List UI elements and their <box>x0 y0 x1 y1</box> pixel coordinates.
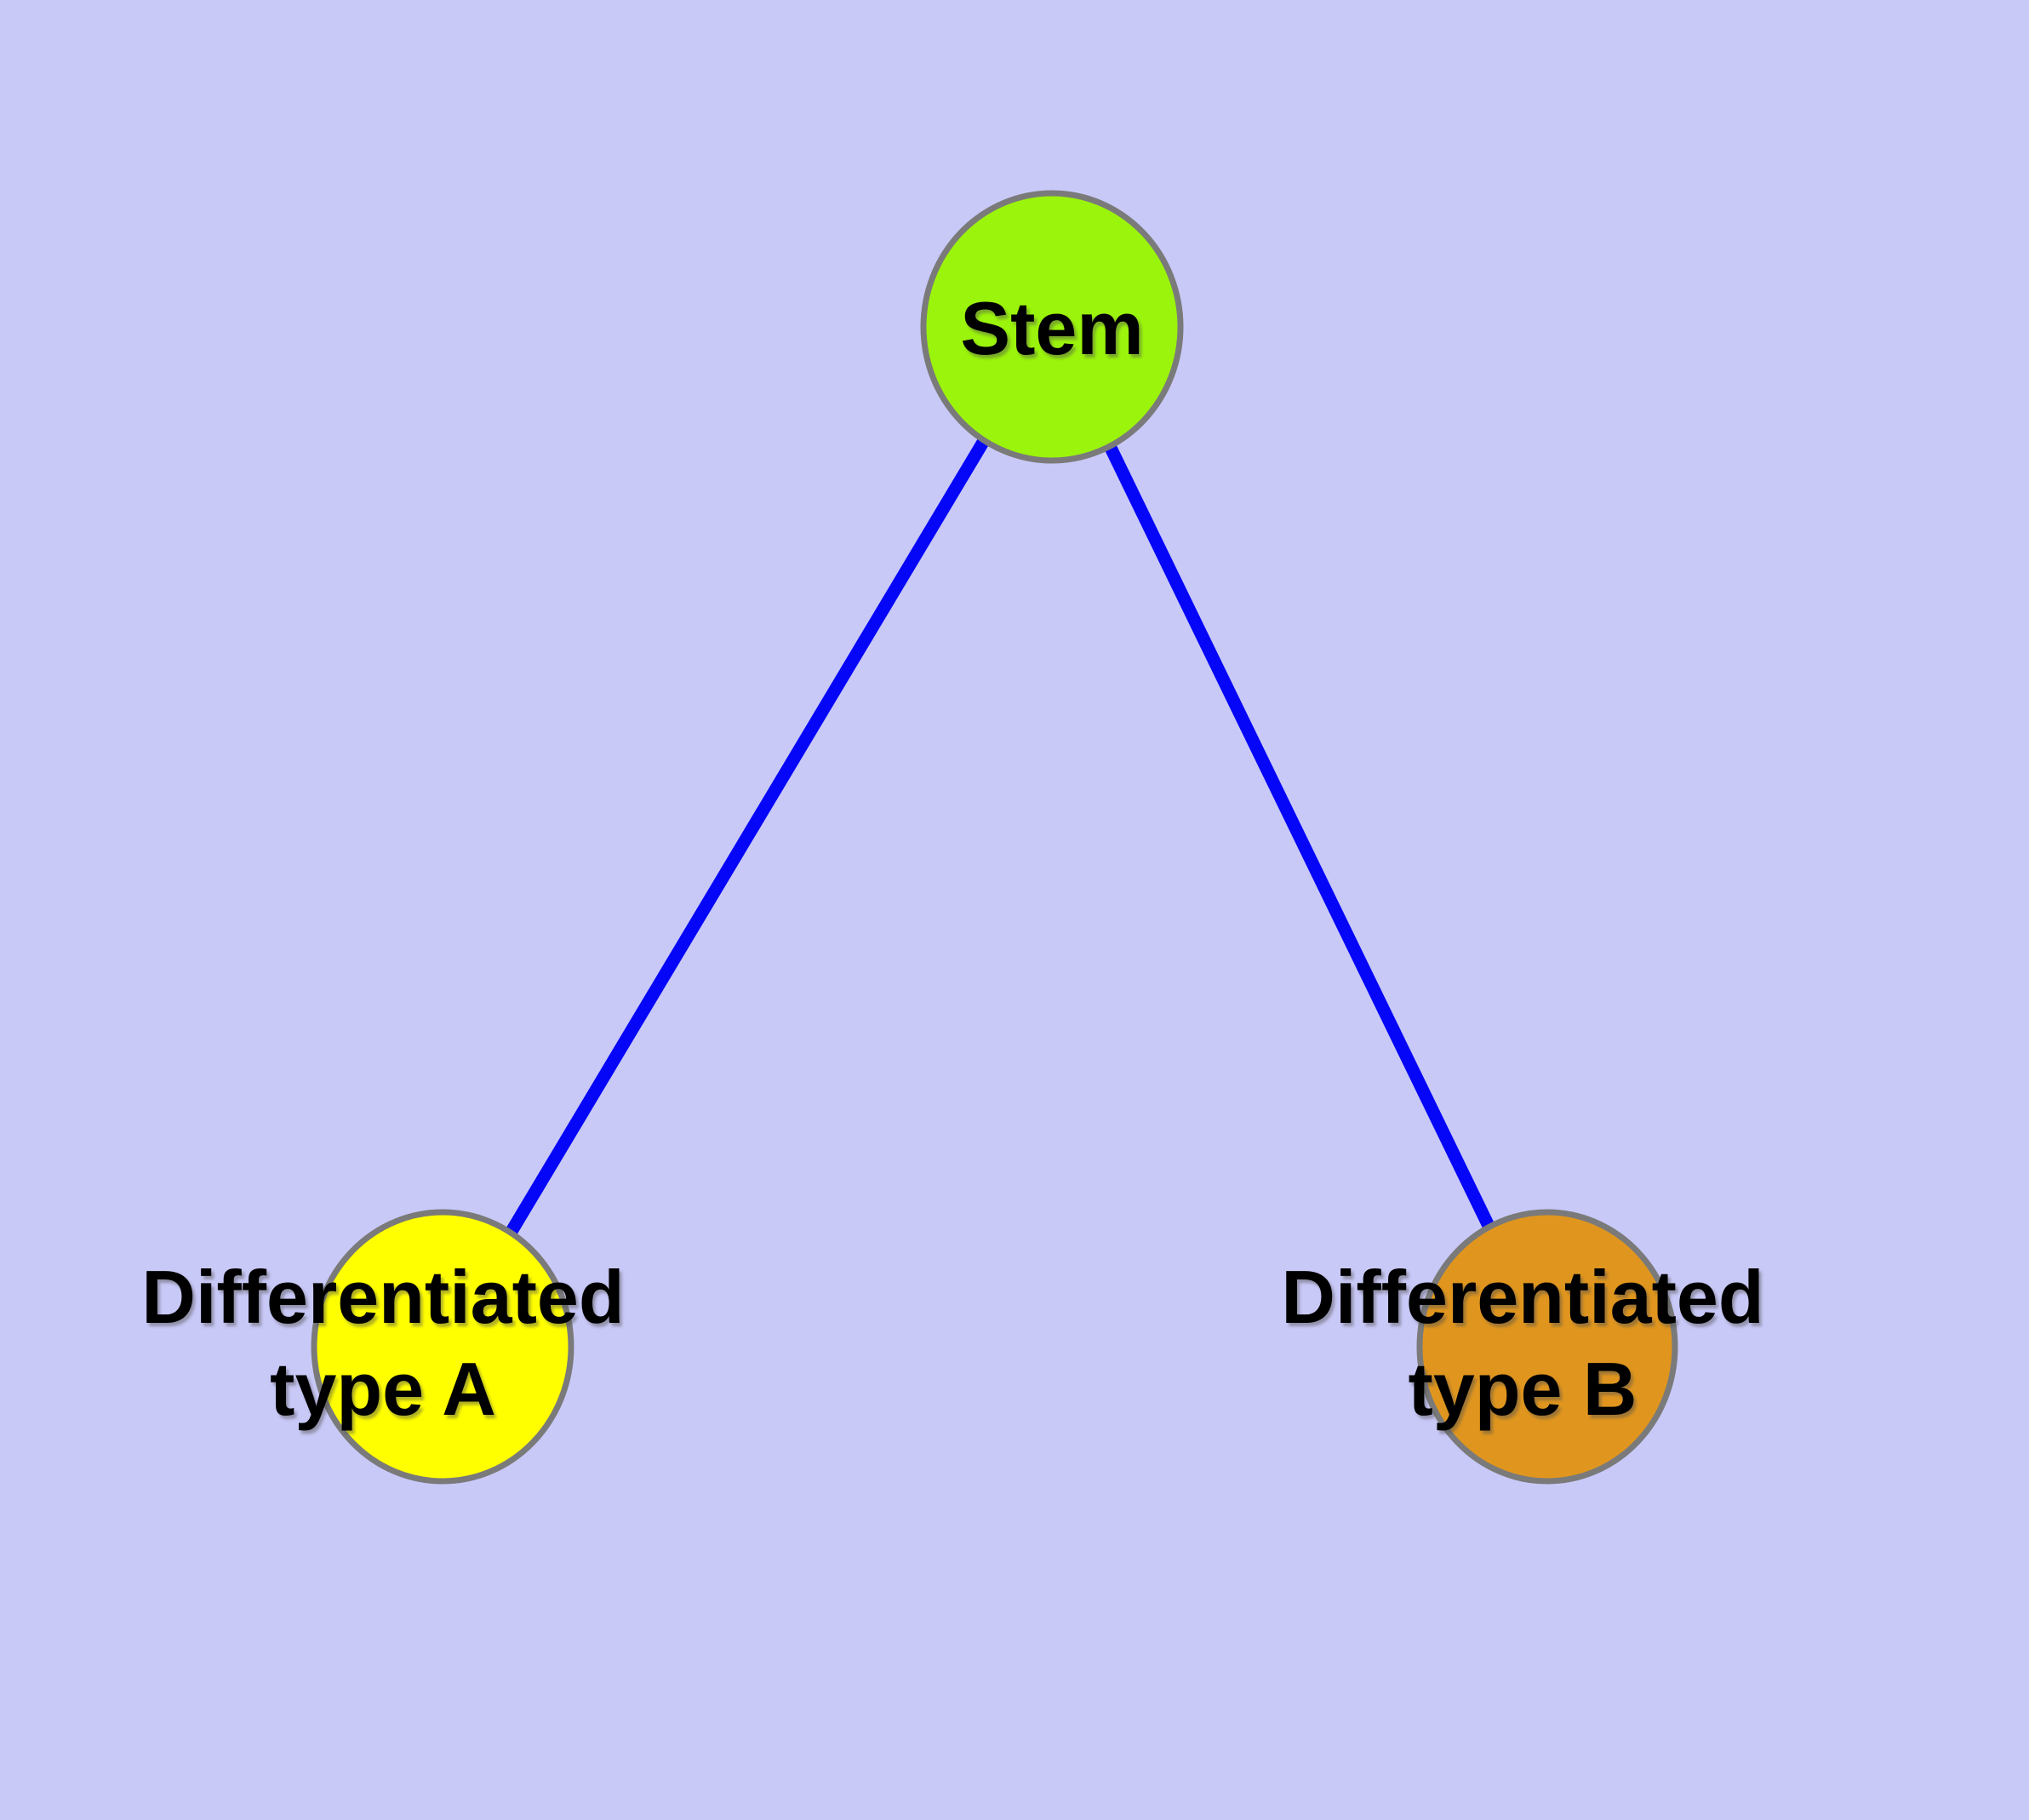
node-type-a-circle <box>311 1209 574 1485</box>
node-stem-circle <box>920 190 1184 464</box>
node-type-a: Differentiated type A <box>141 1209 625 1485</box>
node-type-b-label-line2: type B <box>1409 1347 1637 1431</box>
edge-stem-to-type-b <box>1046 323 1553 1350</box>
node-stem-label: Stem <box>960 286 1143 370</box>
node-type-b: Differentiated type B <box>1281 1209 1764 1485</box>
node-type-a-label-line2: type A <box>270 1347 496 1431</box>
edge-group <box>437 323 1553 1350</box>
node-type-a-label-line1: Differentiated <box>141 1255 624 1339</box>
node-type-b-circle <box>1416 1209 1678 1485</box>
node-type-b-label-line1: Differentiated <box>1281 1255 1763 1339</box>
edge-stem-to-type-a <box>437 323 1058 1350</box>
node-stem: Stem <box>920 190 1184 464</box>
